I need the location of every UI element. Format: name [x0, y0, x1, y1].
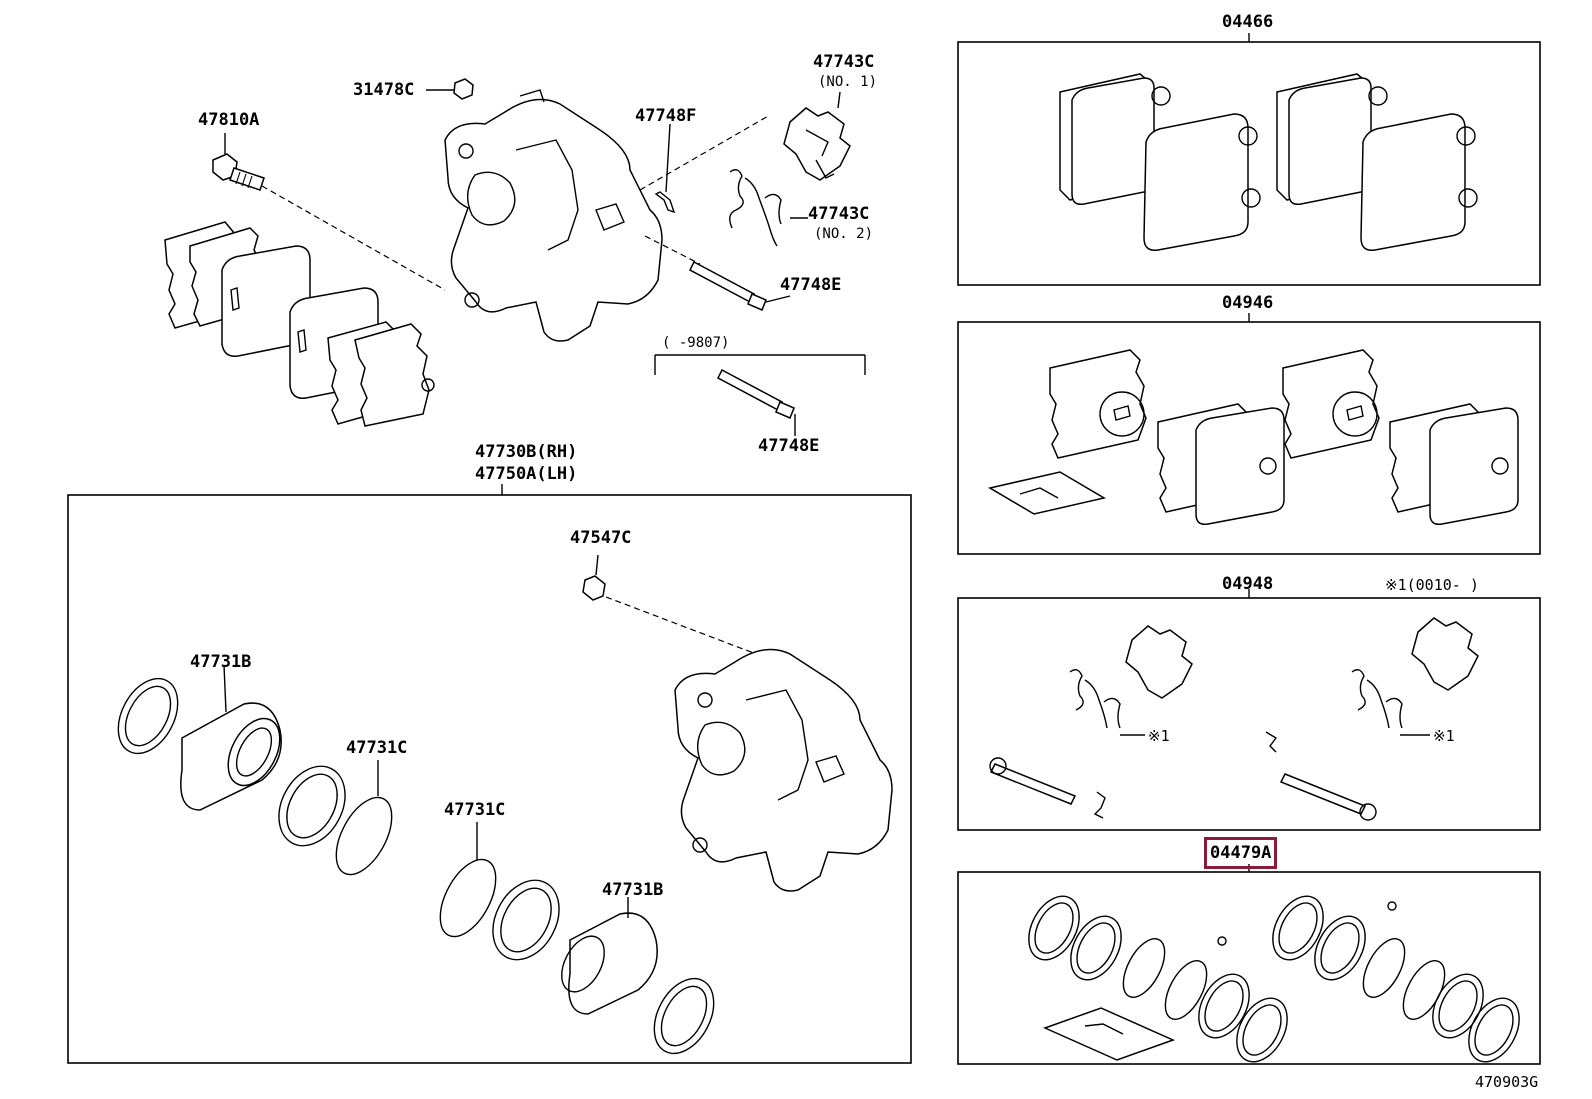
label-47810A: 47810A [198, 110, 260, 130]
bleeder-dash-line [605, 596, 773, 661]
label-note-x1: ※1(0010- ) [1385, 576, 1479, 594]
kit-04946-shims [987, 349, 1519, 526]
pin-47748E-upper [689, 260, 791, 311]
kit-04466-pads [1059, 73, 1478, 251]
kit-frame-04948 [957, 589, 1541, 831]
label-47547C: 47547C [570, 528, 632, 548]
caliper-body-assy [674, 648, 893, 892]
label-x1-right: ※1 [1433, 727, 1455, 745]
label-kit-04946: 04946 [1222, 293, 1274, 313]
label-47731B-upper: 47731B [190, 652, 252, 672]
range-bracket [654, 354, 866, 375]
label-47748E-lower: 47748E [758, 436, 820, 456]
piston-seal-lower [653, 977, 715, 1055]
label-47731C-upper: 47731C [346, 738, 408, 758]
spring-47743C-no2 [729, 169, 808, 247]
boot-upper [278, 765, 346, 847]
caliper-assy-frame [67, 484, 912, 1064]
kit-frame-04466 [957, 33, 1541, 286]
pin-dash-upper [639, 114, 771, 191]
clip-47743C-no1 [783, 91, 851, 181]
cap-31478C [426, 78, 474, 100]
label-47743C-no1-sub: (NO. 1) [818, 74, 878, 90]
label-31478C: 31478C [353, 80, 415, 100]
label-47731B-lower: 47731B [602, 880, 664, 900]
label-kit-04479A[interactable]: 04479A [1203, 837, 1278, 869]
bolt-dash-line [261, 185, 446, 291]
label-47743C-no2-sub: (NO. 2) [814, 226, 874, 242]
brake-pads-left [164, 221, 435, 427]
label-x1-left: ※1 [1148, 727, 1170, 745]
ring-47731C-upper [335, 760, 393, 876]
kit-frame-04479A [957, 864, 1541, 1065]
label-47743C-no1: 47743C [813, 52, 875, 72]
kit-04479A-seals [1028, 895, 1520, 1063]
label-range-9807: ( -9807) [662, 335, 730, 351]
label-47730B: 47730B(RH) [475, 442, 578, 462]
bolt-47810A [212, 133, 265, 191]
ring-47731C-lower [439, 822, 497, 938]
label-47750A: 47750A(LH) [475, 464, 578, 484]
label-kit-04466: 04466 [1222, 12, 1274, 32]
kit-frame-04946 [957, 313, 1541, 555]
label-kit-04948: 04948 [1222, 574, 1274, 594]
piston-seal-upper [117, 677, 179, 755]
label-47748E-upper: 47748E [780, 275, 842, 295]
label-47743C-no2: 47743C [808, 204, 870, 224]
bleeder-47547C [582, 554, 606, 601]
piston-47731B-lower [561, 897, 658, 1015]
label-47731C-lower: 47731C [444, 800, 506, 820]
boot-lower [492, 879, 560, 961]
pin-dash-lower [644, 235, 701, 265]
kit-04948-hardware [989, 617, 1479, 821]
clip-47748F [654, 123, 676, 214]
pin-47748E-lower [717, 368, 796, 436]
label-47748F: 47748F [635, 106, 697, 126]
piston-47731B-upper [180, 664, 282, 811]
caliper-upper [444, 89, 663, 342]
diagram-code: 470903G [1475, 1073, 1539, 1091]
